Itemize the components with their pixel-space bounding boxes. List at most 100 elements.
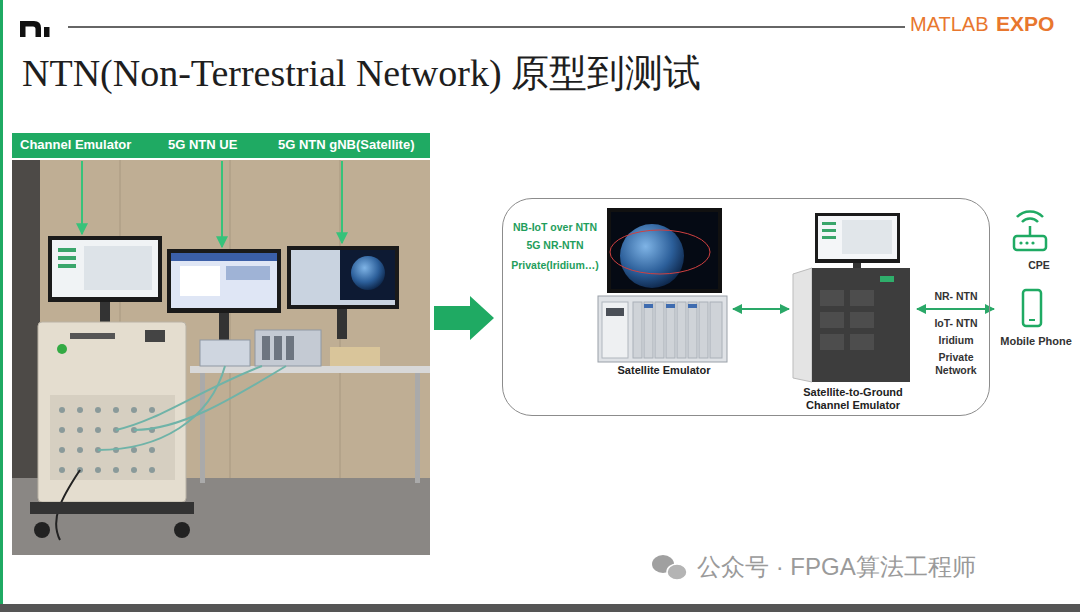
pxi-chassis [688,304,697,308]
lab-photo [77,447,83,453]
lab-photo [200,340,250,366]
lab-photo [149,467,155,473]
node-text: Channel Emulator [20,137,160,153]
leader-line [81,161,83,234]
lab-photo [95,467,101,473]
leader-line [221,161,223,247]
lab-photo [58,248,76,252]
link-label: NR- NTN [921,290,991,303]
earth-monitor [607,208,722,293]
lab-photo [59,447,65,453]
lab-photo [262,336,270,360]
flow-arrow [434,296,494,340]
phone-icon [1029,319,1035,321]
link-arrow [917,308,994,310]
lab-photo [12,160,430,555]
channel-emulator-tower [815,213,900,263]
wechat-icon [667,564,687,580]
pxi-chassis [688,302,697,358]
channel-emulator-tower [822,222,836,225]
cpe-icon [1019,241,1022,244]
channel-emulator-tower [818,216,897,259]
channel-emulator-tower [820,312,844,328]
node-text: Satellite-to-Ground Channel Emulator [791,386,915,412]
lab-photo [95,407,101,413]
lab-photo [274,336,282,360]
channel-emulator-tower [842,220,892,254]
ni-logo [20,21,50,37]
channel-emulator-tower [850,334,874,350]
pxi-chassis [644,304,653,308]
label-slot: EXPO [996,11,1072,36]
lab-photo [255,330,321,366]
lab-photo [34,522,50,538]
pxi-chassis [598,296,727,362]
lab-photo [171,253,277,308]
node-text: Mobile Phone [996,335,1076,348]
label-slot: IoT- NTN [921,317,991,330]
label-slot: Private Network [926,351,986,376]
label-bar: Channel Emulator 5G NTN UE 5G NTN gNB(Sate… [12,133,430,158]
cpe-icon [1014,211,1046,250]
node-text: 5G NTN gNB(Satellite) [278,137,426,153]
lab-photo [145,330,165,342]
lab-photo [286,336,294,360]
earth-monitor [620,224,684,288]
cpe-device: CPE [1005,208,1073,276]
lab-photo [48,236,162,302]
pxi-chassis [606,308,624,316]
lab-photo [330,347,380,366]
node-text: 5G NR-NTN [504,239,606,252]
text-slot: 5G NTN gNB(Satellite) [278,137,426,153]
text-slot: NB-IoT over NTN [504,221,606,234]
earth-monitor [607,208,722,293]
lab-photo [12,160,430,555]
lab-photo [149,447,155,453]
lab-photo [291,250,395,305]
leader-line [82,161,342,247]
lab-photo [59,427,65,433]
cpe-icon [1017,211,1043,217]
lab-photo [113,407,119,413]
lab-photo [167,249,281,313]
pxi-chassis [602,302,628,358]
node-text: Satellite Emulator [597,364,731,377]
lab-photo [200,373,205,483]
lab-photo [287,246,399,309]
slide-frame [68,26,905,28]
flow-arrow [434,296,494,340]
lab-photo [59,467,65,473]
cpe-icon [1031,241,1034,244]
channel-emulator-tower [820,290,844,306]
brand-text: EXPO [996,11,1072,36]
pxi-chassis [633,302,642,358]
node-text: 5G NTN UE [168,137,268,153]
phone-icon [1023,290,1041,326]
channel-emulator-tower [822,236,836,239]
link-arrow [733,308,789,310]
leader-line [341,161,343,243]
lab-photo [100,302,110,324]
lab-photo [337,309,347,339]
satellite-emulator: Satellite Emulator [597,295,731,379]
channel-emulator-tower [793,268,812,382]
node-text: NB-IoT over NTN [504,221,606,234]
lab-photo [174,522,190,538]
label-slot: 公众号 · FPGA算法工程师 [697,553,1057,582]
text-slot: Channel Emulator [20,137,160,153]
lab-photo [30,502,194,514]
channel-emulator-tower [812,268,910,382]
lab-photo [98,366,225,450]
label-slot: Iridium [921,334,991,347]
lab-photo [50,395,175,480]
pxi-chassis [666,302,675,358]
lab-photo [131,467,137,473]
channel-emulator: Satellite-to-Ground Channel Emulator [791,211,915,414]
lab-photo [70,333,115,339]
cpe-icon [1022,219,1038,222]
channel-emulator-tower [822,229,836,232]
ni-logo [20,21,41,37]
title-slot: NTN(Non-Terrestrial Network) 原型到测试 [22,53,922,95]
